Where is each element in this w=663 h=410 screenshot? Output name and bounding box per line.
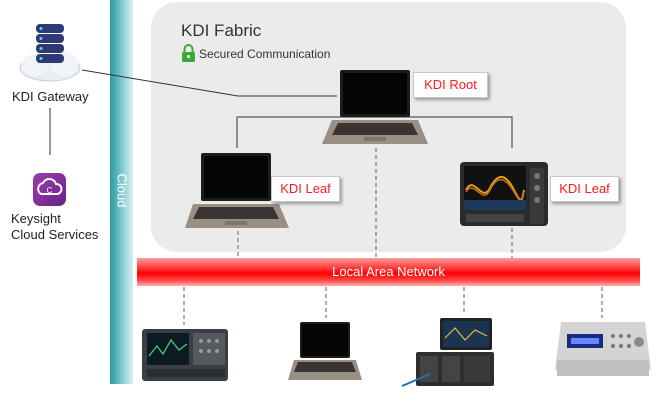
leaf-scope-tag: KDI Leaf [550, 176, 619, 202]
secured-communication-label: Secured Communication [199, 47, 331, 61]
leaf-laptop-tag: KDI Leaf [271, 176, 340, 202]
function-generator-icon [555, 322, 651, 376]
services-label-line2: Cloud Services [11, 227, 99, 242]
network-analyzer-icon [142, 329, 228, 381]
oscilloscope-icon [460, 162, 548, 226]
services-label-line1: Keysight [11, 211, 61, 226]
lan-label: Local Area Network [332, 264, 445, 279]
cloud-services-icon: C [33, 173, 66, 206]
server-cloud-icon [19, 24, 81, 82]
local-area-network-bar: Local Area Network [137, 258, 640, 286]
fabric-title: KDI Fabric [181, 21, 262, 40]
cloud-bar [110, 0, 133, 384]
gateway-label: KDI Gateway [12, 89, 89, 104]
modular-instrument-icon [401, 318, 494, 387]
leaf-laptop-icon [185, 153, 289, 228]
lock-icon [182, 44, 195, 62]
services-icon-text: C [47, 186, 53, 195]
laptop-device-icon [288, 322, 362, 380]
root-tag: KDI Root [413, 72, 488, 98]
root-laptop-icon [322, 70, 428, 144]
